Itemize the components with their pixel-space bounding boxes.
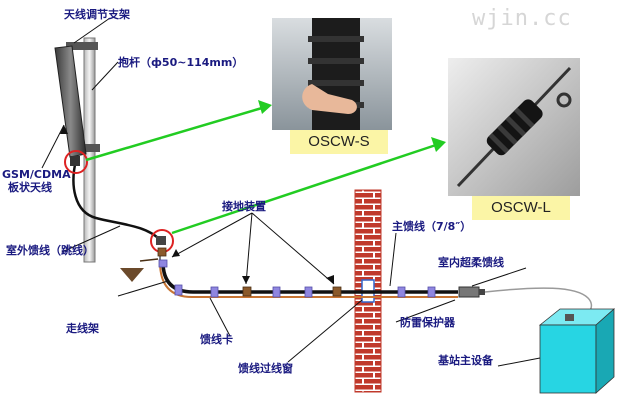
label-panel-antenna-line2: 板状天线 [8, 181, 52, 194]
bracket-clamp-top [66, 42, 98, 50]
watermark: wjin.cc [472, 6, 572, 31]
pointer-arrow-top [85, 100, 272, 162]
photo-oscw-s [272, 18, 392, 130]
bts-box-front [539, 324, 597, 394]
ground-symbol-icon [120, 268, 144, 282]
label-feeder-window: 馈线过线窗 [238, 362, 293, 375]
cable-tray [159, 261, 458, 298]
label-main-feeder: 主馈线（7/8″） [392, 220, 472, 233]
caption-oscw-s: OSCW-S [290, 130, 388, 154]
photo-oscw-l [448, 58, 580, 196]
label-antenna-bracket: 天线调节支架 [64, 8, 130, 21]
label-outdoor-jumper: 室外馈线（跳线） [6, 244, 94, 257]
outdoor-jumper-cable [72, 159, 161, 241]
label-panel-antenna-line1: GSM/CDMA [2, 168, 71, 181]
panel-antenna-icon [54, 45, 87, 158]
label-pole: 抱杆（ф50~114mm） [118, 56, 244, 69]
lightning-protector-icon [458, 286, 480, 298]
label-bts-equipment: 基站主设备 [438, 354, 493, 367]
oscw-s-image [272, 18, 392, 130]
label-grounding-device: 接地装置 [222, 200, 266, 213]
bts-box-side [595, 308, 615, 394]
grounding-kits [157, 247, 342, 297]
label-indoor-jumper: 室内超柔馈线 [438, 256, 504, 269]
label-feeder-clamp: 馈线卡 [200, 333, 233, 346]
pointer-arrow-bottom [171, 137, 446, 235]
label-lightning-protector: 防雷保护器 [400, 316, 455, 329]
oscw-l-image [448, 58, 580, 196]
feeder-clamps [158, 259, 436, 298]
label-cable-tray: 走线架 [66, 322, 99, 335]
main-feeder-cable [161, 261, 458, 294]
caption-oscw-l: OSCW-L [472, 196, 570, 220]
connector-highlight-top [64, 150, 88, 174]
bracket-clamp-bottom [74, 144, 100, 152]
